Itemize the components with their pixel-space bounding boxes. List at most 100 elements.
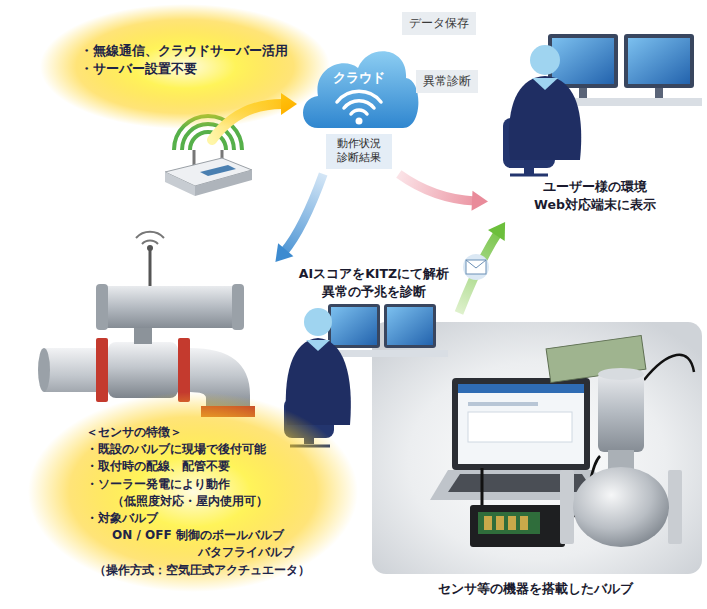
photo-caption: センサ等の機器を搭載したバルブ <box>420 581 650 598</box>
valve-drawing <box>96 232 244 402</box>
flow-arrow <box>399 174 475 201</box>
kitz-workstation <box>306 340 330 351</box>
user-workstation <box>524 166 534 174</box>
user-workstation <box>655 88 663 98</box>
valve-photo <box>668 470 682 544</box>
cloud-node: クラウド動作状況 診断結果 <box>298 28 424 174</box>
burst-glow <box>28 392 358 592</box>
node-text: ＜センサの特徴＞ <box>86 424 356 441</box>
laptop-photo <box>458 384 584 393</box>
storage-tag: データ保存 <box>402 12 476 35</box>
valve-photo <box>546 335 646 382</box>
node-text: （操作方式：空気圧式アクチュエータ） <box>94 562 356 579</box>
text-group: ユーザー様の環境 Web対応端末に表示 <box>524 178 666 214</box>
router-icon <box>200 165 236 176</box>
photo-panel <box>372 322 702 574</box>
node-text: 異常診断 <box>423 74 471 89</box>
node-text: ・サーバー設置不要 <box>80 60 320 78</box>
valve-drawing <box>108 342 178 398</box>
valve-photo <box>546 335 694 547</box>
valve-drawing <box>96 284 108 330</box>
pipe-drawing <box>38 348 50 392</box>
sensor-device <box>470 505 565 547</box>
sensor-device <box>520 516 528 530</box>
user-workstation <box>624 34 694 88</box>
node-text: （低照度対応・屋内使用可） <box>112 493 356 510</box>
node-text: ・無線通信、クラウドサーバー活用 <box>80 42 320 60</box>
laptop-photo <box>452 378 590 470</box>
mail-icon <box>463 254 489 280</box>
sensor-device <box>481 468 484 506</box>
wifi-icon <box>356 118 363 125</box>
arrow-head <box>472 191 489 211</box>
valve-drawing <box>142 241 158 244</box>
mail-icon <box>463 254 489 280</box>
laptop-photo <box>458 384 584 464</box>
kitz-workstation <box>387 307 433 345</box>
valve-drawing <box>96 338 108 402</box>
text-group: ・無線通信、クラウドサーバー活用・サーバー設置不要 <box>80 42 320 78</box>
valve-photo <box>598 368 644 380</box>
user-workstation <box>503 34 702 175</box>
valve-drawing <box>232 284 244 330</box>
valve-drawing <box>147 245 153 251</box>
node-text: データ保存 <box>409 16 469 31</box>
user-workstation <box>579 88 587 98</box>
laptop-photo <box>468 402 538 406</box>
cloud-shape <box>303 51 418 128</box>
wifi-icon <box>337 91 381 114</box>
valve-drawing <box>136 232 164 238</box>
sensor-device <box>484 516 492 530</box>
sensor-device <box>508 516 516 530</box>
feature-burst: ＜センサの特徴＞・既設のバルブに現場で後付可能・取付時の配線、配管不要・ソーラー… <box>28 392 360 592</box>
status-box: 動作状況 診断結果 <box>326 134 392 169</box>
router-icon <box>195 170 252 196</box>
user-workstation <box>509 76 581 160</box>
node-text: ・取付時の配線、配管不要 <box>86 458 356 475</box>
sensor-device <box>496 516 504 530</box>
kitz-workstation <box>328 304 380 348</box>
text-group: クラウド <box>298 70 420 86</box>
user-workstation <box>532 78 558 90</box>
kitz-workstation <box>286 338 351 425</box>
sensor-device <box>470 468 565 547</box>
wifi-icon <box>351 110 367 114</box>
burst-glow <box>28 392 358 592</box>
valve-photo <box>573 467 669 547</box>
user-workstation <box>552 38 614 84</box>
text-group: AIスコアをKITZにて解析 異常の予兆を診断 <box>293 265 455 301</box>
user-workstation <box>628 38 690 84</box>
mail-icon <box>466 260 486 268</box>
user-workstation <box>530 45 560 75</box>
node-text: ・対象バルブ <box>86 510 356 527</box>
burst-glow <box>40 4 330 129</box>
arrow-head <box>275 243 293 262</box>
kitz-workstation <box>304 308 332 336</box>
user-workstation <box>510 174 548 177</box>
valve-photo <box>598 372 644 452</box>
node-text: ユーザー様の環境 Web対応端末に表示 <box>524 178 666 214</box>
valve-drawing <box>149 250 152 286</box>
node-text: ・ソーラー発電により動作 <box>86 476 356 493</box>
diagnosis-tag: 異常診断 <box>416 70 478 93</box>
node-text: ・既設のバルブに現場で後付可能 <box>86 441 356 458</box>
laptop-photo <box>468 412 572 442</box>
text-group: 動作状況 診断結果 <box>328 137 390 166</box>
photo-panel <box>372 322 702 574</box>
sensor-device <box>478 512 540 534</box>
text-group: データ保存 <box>409 16 469 31</box>
node-text: クラウド <box>298 70 420 86</box>
node-text: ON / OFF 制御のボールバルブ <box>112 527 356 544</box>
node-text: バタフライバルブ <box>198 544 356 561</box>
text-group: 異常診断 <box>423 74 471 89</box>
arrow-head <box>488 222 505 241</box>
wifi-icon <box>337 91 381 102</box>
node-text: AIスコアをKITZにて解析 異常の予兆を診断 <box>293 265 455 301</box>
valve-photo <box>560 470 574 544</box>
mail-icon <box>466 260 486 274</box>
flow-arrow <box>275 174 323 262</box>
note-burst: ・無線通信、クラウドサーバー活用・サーバー設置不要 <box>40 4 330 129</box>
node-text: 動作状況 診断結果 <box>328 137 390 166</box>
flow-arrow <box>459 222 505 313</box>
kitz-workstation <box>384 304 436 348</box>
